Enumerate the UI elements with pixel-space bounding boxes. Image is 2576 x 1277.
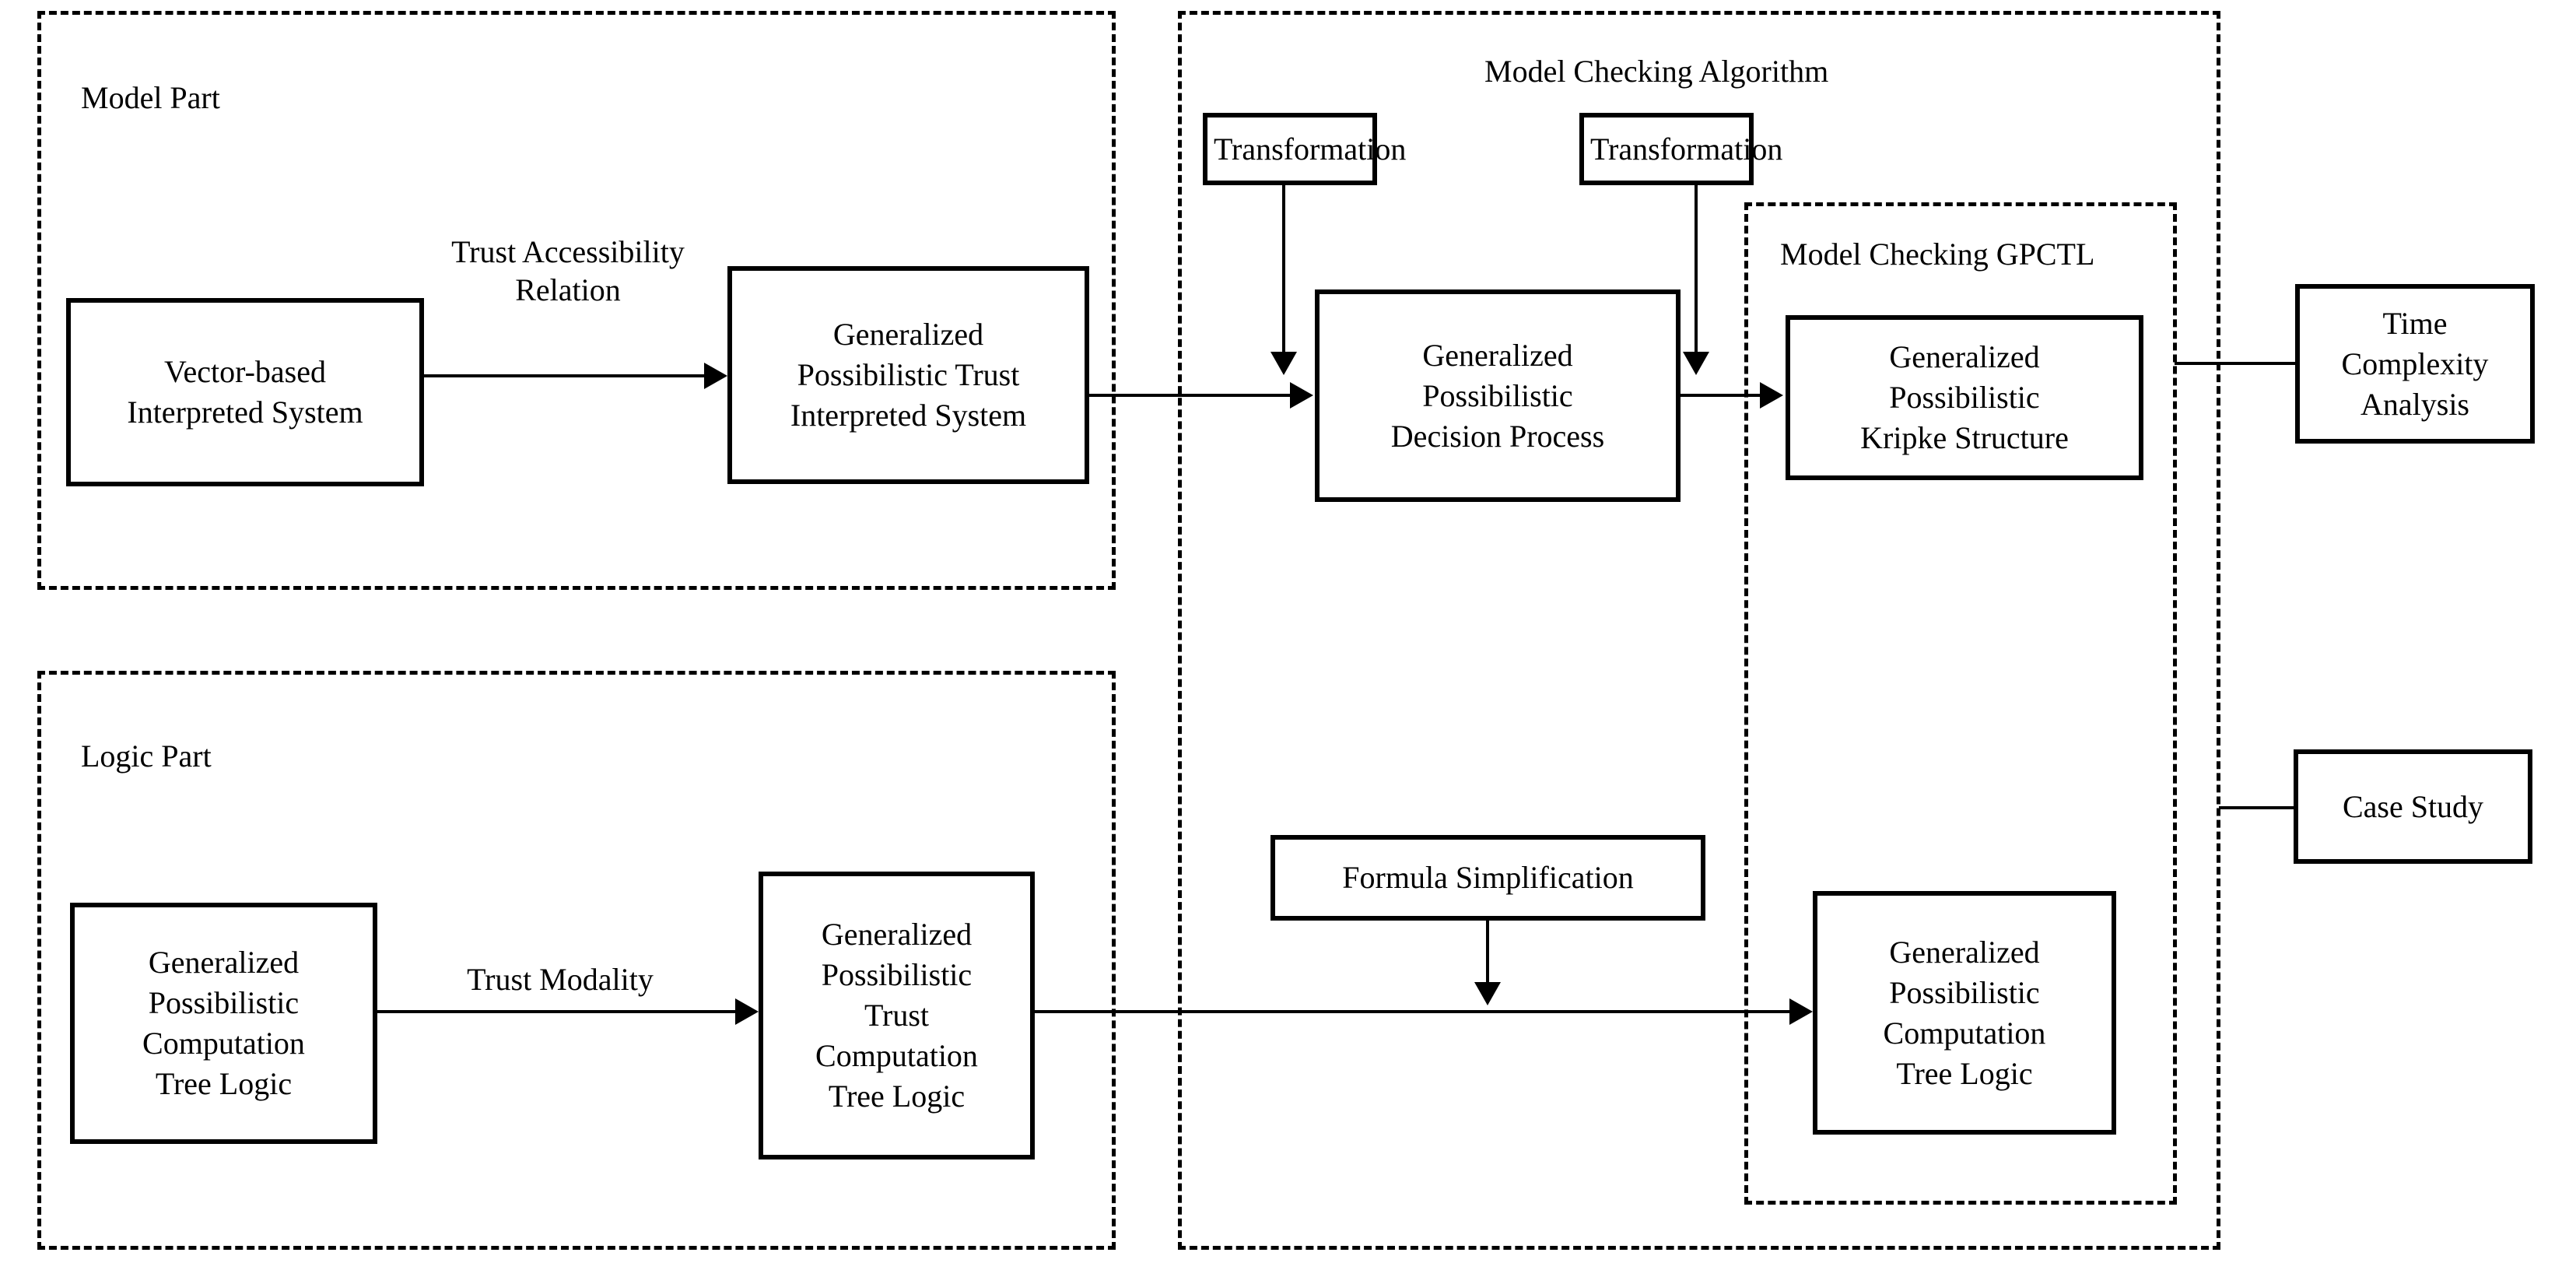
node-label: Transformation xyxy=(1590,131,1783,167)
connector-algorithm-to-case-study xyxy=(2219,806,2297,809)
group-label-model-checking-gpctl: Model Checking GPCTL xyxy=(1780,237,2095,272)
connector-gpctl-to-gptctl xyxy=(377,1010,735,1013)
arrowhead-vbis-to-gptis xyxy=(704,363,727,389)
connector-gptis-to-gpdp xyxy=(1089,394,1290,397)
connector-vbis-to-gptis xyxy=(424,374,704,377)
node-transformation-2[interactable]: Transformation xyxy=(1579,113,1783,185)
node-label: Transformation xyxy=(1214,131,1407,167)
arrowhead-formula-simplification-down xyxy=(1474,982,1501,1005)
arrowhead-gptis-to-gpdp xyxy=(1290,382,1313,409)
arrowhead-gpdp-to-kripke xyxy=(1760,382,1783,409)
node-case-study[interactable]: Case Study xyxy=(2294,749,2532,864)
node-label: Case Study xyxy=(2342,788,2484,824)
arrowhead-transformation1-down xyxy=(1270,352,1297,375)
node-formula-simplification[interactable]: Formula Simplification xyxy=(1270,835,1705,921)
group-model-checking-gpctl xyxy=(1744,202,2177,1205)
connector-gpdp-to-kripke xyxy=(1681,394,1774,397)
arrowhead-transformation2-down xyxy=(1683,352,1709,375)
connector-formula-simplification-down xyxy=(1486,921,1489,987)
connector-transformation1-down xyxy=(1282,185,1285,355)
connector-transformation2-down xyxy=(1695,185,1698,355)
group-label-model-part: Model Part xyxy=(81,80,220,115)
group-label-model-checking-algorithm: Model Checking Algorithm xyxy=(1484,54,1829,89)
connector-kripke-to-time-complexity xyxy=(2175,362,2299,365)
group-model-part xyxy=(37,11,1116,590)
arrowhead-gpctl-to-gptctl xyxy=(735,998,759,1025)
connector-gptctl-to-output xyxy=(1035,1010,1789,1013)
edge-label-trust-modality: Trust Modality xyxy=(467,962,654,997)
group-logic-part xyxy=(37,671,1116,1250)
group-model-checking-algorithm xyxy=(1178,11,2220,1250)
node-transformation-1[interactable]: Transformation xyxy=(1203,113,1407,185)
arrowhead-gptctl-to-output xyxy=(1789,998,1813,1025)
group-label-logic-part: Logic Part xyxy=(81,738,212,774)
edge-label-trust-accessibility-relation: Trust Accessibility Relation xyxy=(451,234,685,307)
node-label: Formula Simplification xyxy=(1342,860,1634,895)
